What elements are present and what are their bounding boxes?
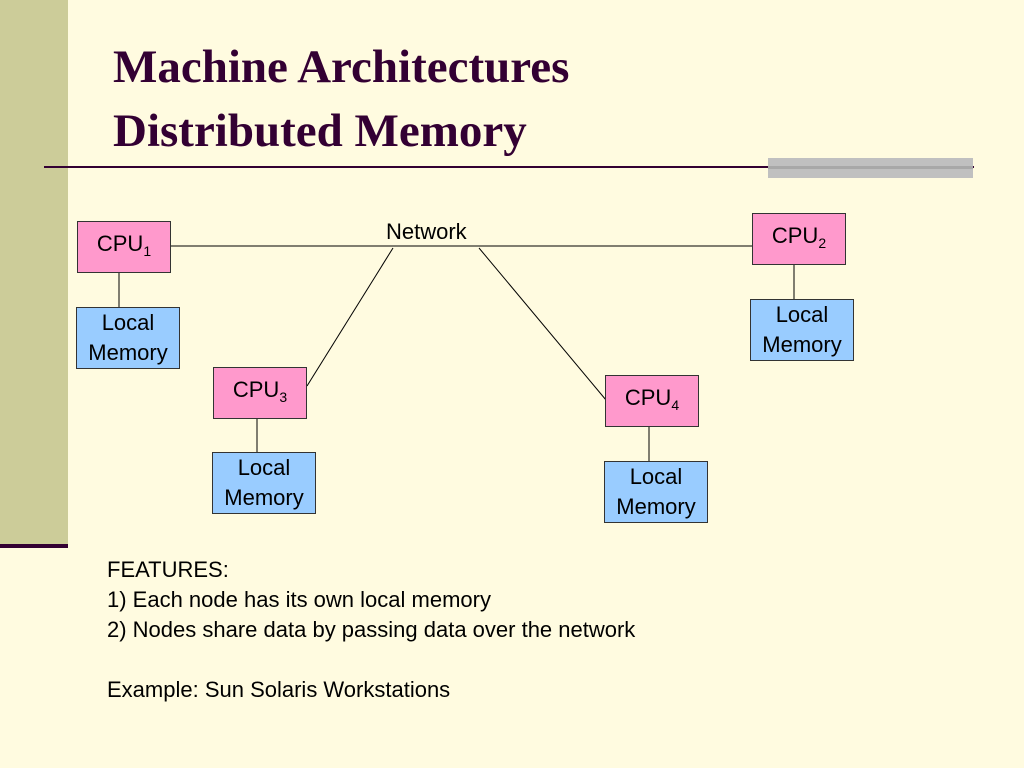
memory-label-line2: Memory — [224, 485, 304, 510]
memory-label-line2: Memory — [88, 340, 168, 365]
memory-label-line1: Local — [237, 455, 291, 480]
cpu4-local-memory: Local Memory — [604, 461, 708, 523]
network-link-cpu3 — [306, 247, 394, 387]
network-link-cpu4 — [478, 247, 607, 401]
cpu1-box: CPU1 — [77, 221, 171, 273]
cpu2-box: CPU2 — [752, 213, 846, 265]
memory-label-line1: Local — [629, 464, 683, 489]
memory-label-line1: Local — [101, 310, 155, 335]
cpu1-label: CPU1 — [96, 230, 152, 259]
cpu3-box: CPU3 — [213, 367, 307, 419]
memory-label-line1: Local — [775, 302, 829, 327]
cpu4-label: CPU4 — [624, 384, 680, 413]
slide-title-line1: Machine Architectures — [113, 41, 570, 93]
feature-item: 2) Nodes share data by passing data over… — [107, 617, 636, 642]
slide-title-line2: Distributed Memory — [113, 105, 527, 157]
network-label: Network — [386, 219, 467, 244]
features-heading: FEATURES: — [107, 557, 229, 582]
cpu1-local-memory: Local Memory — [76, 307, 180, 369]
title-divider-accent — [768, 158, 973, 178]
feature-item: 1) Each node has its own local memory — [107, 587, 491, 612]
title-divider — [44, 166, 974, 168]
cpu3-local-memory: Local Memory — [212, 452, 316, 514]
cpu4-box: CPU4 — [605, 375, 699, 427]
memory-label-line2: Memory — [616, 494, 696, 519]
features-spacer — [107, 645, 635, 675]
cpu3-label: CPU3 — [232, 376, 288, 405]
cpu2-local-memory: Local Memory — [750, 299, 854, 361]
left-strip-bar — [0, 544, 68, 548]
cpu2-label: CPU2 — [771, 222, 827, 251]
left-decorative-strip — [0, 0, 68, 545]
example-text: Example: Sun Solaris Workstations — [107, 677, 451, 702]
features-text: FEATURES: 1) Each node has its own local… — [107, 555, 635, 705]
memory-label-line2: Memory — [762, 332, 842, 357]
